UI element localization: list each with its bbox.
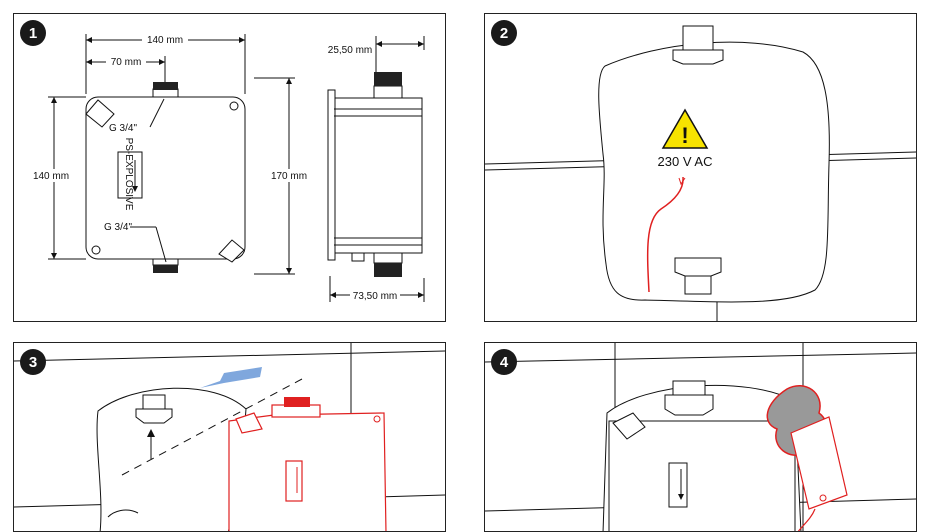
- dimension-drawing: 140 mm 70 mm 140 mm 170 mm: [28, 33, 425, 302]
- unit-highlight: [228, 397, 387, 531]
- voltage-label: 230 V AC: [658, 154, 713, 169]
- step-1-panel: 1 140 mm 70 mm 140 mm 170 mm: [13, 13, 446, 322]
- dim-width-label: 140 mm: [147, 35, 183, 46]
- warning-icon: [661, 108, 709, 149]
- step-number-badge: 4: [491, 349, 517, 375]
- dim-height-right-label: 170 mm: [271, 171, 307, 182]
- dim-depth-bottom-label: 73,50 mm: [353, 291, 397, 302]
- power-cable: [646, 176, 684, 293]
- dim-half-label: 70 mm: [111, 57, 142, 68]
- wall-box-drawing: ! 230 V AC: [485, 25, 916, 321]
- step-number-badge: 3: [20, 349, 46, 375]
- step-3-panel: 3: [13, 342, 446, 532]
- label-plate-text: PS-EXPLOSIVE: [123, 138, 134, 211]
- step-number-badge: 2: [491, 20, 517, 46]
- dim-height-left-label: 140 mm: [33, 171, 69, 182]
- step-4-panel: 4: [484, 342, 917, 532]
- dim-depth-top-label: 25,50 mm: [328, 45, 372, 56]
- thread-bottom-label: G 3/4": [104, 222, 132, 233]
- direction-arrow: [200, 367, 262, 388]
- step-2-panel: 2 ! 230 V AC: [484, 13, 917, 322]
- sealing-drawing: [485, 343, 916, 531]
- mounting-drawing: [14, 343, 445, 531]
- svg-text:!: !: [681, 123, 688, 148]
- thread-top-label: G 3/4": [109, 123, 137, 134]
- step-number-badge: 1: [20, 20, 46, 46]
